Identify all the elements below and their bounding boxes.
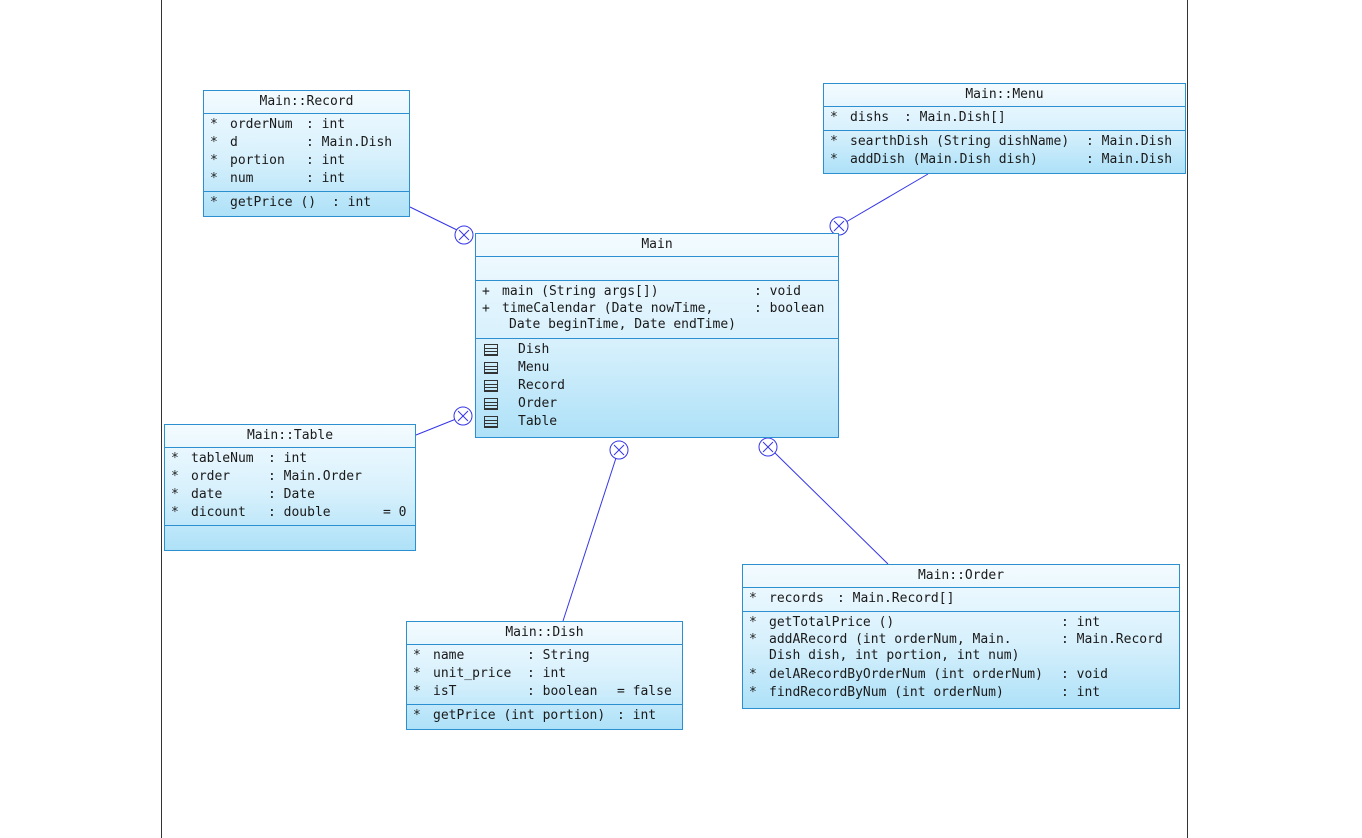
- class-record[interactable]: Main::Record *orderNum: int *d: Main.Dis…: [203, 90, 410, 217]
- nesting-symbol-table: [453, 406, 473, 426]
- connector-record-main: [409, 206, 458, 231]
- operations-section: *searthDish (String dishName): Main.Dish…: [824, 131, 1185, 172]
- attributes-section: *name: String *unit_price: int *isT: boo…: [407, 645, 682, 705]
- class-order[interactable]: Main::Order *records: Main.Record[] *get…: [742, 564, 1180, 709]
- attribute-row: *order: Main.Order: [171, 469, 362, 484]
- nested-class-item[interactable]: Record: [476, 377, 838, 395]
- nested-classes-section: Dish Menu Record Order Table: [476, 339, 838, 434]
- class-icon: [484, 362, 498, 374]
- operations-section: [165, 526, 415, 549]
- nesting-symbol-dish: [609, 440, 629, 460]
- operation-row: *addARecord (int orderNum, Main.: Main.R…: [749, 632, 1163, 663]
- nested-class-item[interactable]: Order: [476, 395, 838, 413]
- connector-menu-main: [845, 173, 929, 223]
- attributes-section: [476, 257, 838, 281]
- operations-section: +main (String args[]): void +timeCalenda…: [476, 281, 838, 339]
- nesting-symbol-record: [454, 225, 474, 245]
- operation-row: +main (String args[]): void: [482, 284, 801, 299]
- operation-row: *delARecordByOrderNum (int orderNum): vo…: [749, 667, 1108, 682]
- attribute-row: *name: String: [413, 648, 590, 663]
- nesting-symbol-order: [758, 437, 778, 457]
- attribute-row: *orderNum: int: [210, 117, 346, 132]
- nested-class-item[interactable]: Table: [476, 413, 838, 431]
- connector-dish-main: [562, 457, 617, 622]
- class-table[interactable]: Main::Table *tableNum: int *order: Main.…: [164, 424, 416, 551]
- attribute-row: *unit_price: int: [413, 666, 567, 681]
- attribute-row: *date: Date: [171, 487, 315, 502]
- connector-table-main: [415, 418, 457, 436]
- class-icon: [484, 380, 498, 392]
- class-title: Main::Table: [165, 425, 415, 448]
- class-menu[interactable]: Main::Menu *dishs: Main.Dish[] *searthDi…: [823, 83, 1186, 174]
- attributes-section: *orderNum: int *d: Main.Dish *portion: i…: [204, 114, 409, 192]
- operation-row: *addDish (Main.Dish dish): Main.Dish: [830, 152, 1173, 167]
- attributes-section: *dishs: Main.Dish[]: [824, 107, 1185, 131]
- class-title: Main::Record: [204, 91, 409, 114]
- class-icon: [484, 416, 498, 428]
- attributes-section: *records: Main.Record[]: [743, 588, 1179, 612]
- attribute-row: *portion: int: [210, 153, 346, 168]
- operation-row: *getTotalPrice (): int: [749, 615, 1101, 630]
- attribute-row: *dishs: Main.Dish[]: [830, 110, 1006, 125]
- nested-class-item[interactable]: Menu: [476, 359, 838, 377]
- class-title: Main::Dish: [407, 622, 682, 645]
- operations-section: *getPrice (): int: [204, 192, 409, 215]
- class-icon: [484, 398, 498, 410]
- attribute-row: *num: int: [210, 171, 346, 186]
- class-title: Main::Menu: [824, 84, 1185, 107]
- class-main[interactable]: Main +main (String args[]): void +timeCa…: [475, 233, 839, 438]
- class-title: Main: [476, 234, 838, 257]
- class-title: Main::Order: [743, 565, 1179, 588]
- operations-section: *getPrice (int portion): int: [407, 705, 682, 728]
- operation-row: *getPrice (int portion): int: [413, 708, 657, 723]
- attribute-row: *records: Main.Record[]: [749, 591, 955, 606]
- operations-section: *getTotalPrice (): int *addARecord (int …: [743, 612, 1179, 705]
- operation-row: *searthDish (String dishName): Main.Dish: [830, 134, 1173, 149]
- attribute-row: *dicount: double= 0: [171, 505, 407, 520]
- attribute-row: *tableNum: int: [171, 451, 308, 466]
- page-border-right: [1187, 0, 1188, 838]
- attribute-row: *d: Main.Dish: [210, 135, 393, 150]
- operation-row: *findRecordByNum (int orderNum): int: [749, 685, 1101, 700]
- connector-order-main: [774, 452, 889, 565]
- class-icon: [484, 344, 498, 356]
- attributes-section: *tableNum: int *order: Main.Order *date:…: [165, 448, 415, 526]
- class-dish[interactable]: Main::Dish *name: String *unit_price: in…: [406, 621, 683, 730]
- attribute-row: *isT: boolean= false: [413, 684, 672, 699]
- nesting-symbol-menu: [829, 216, 849, 236]
- operation-row: *getPrice (): int: [210, 195, 372, 210]
- page-border-left: [161, 0, 162, 838]
- nested-class-item[interactable]: Dish: [476, 341, 838, 359]
